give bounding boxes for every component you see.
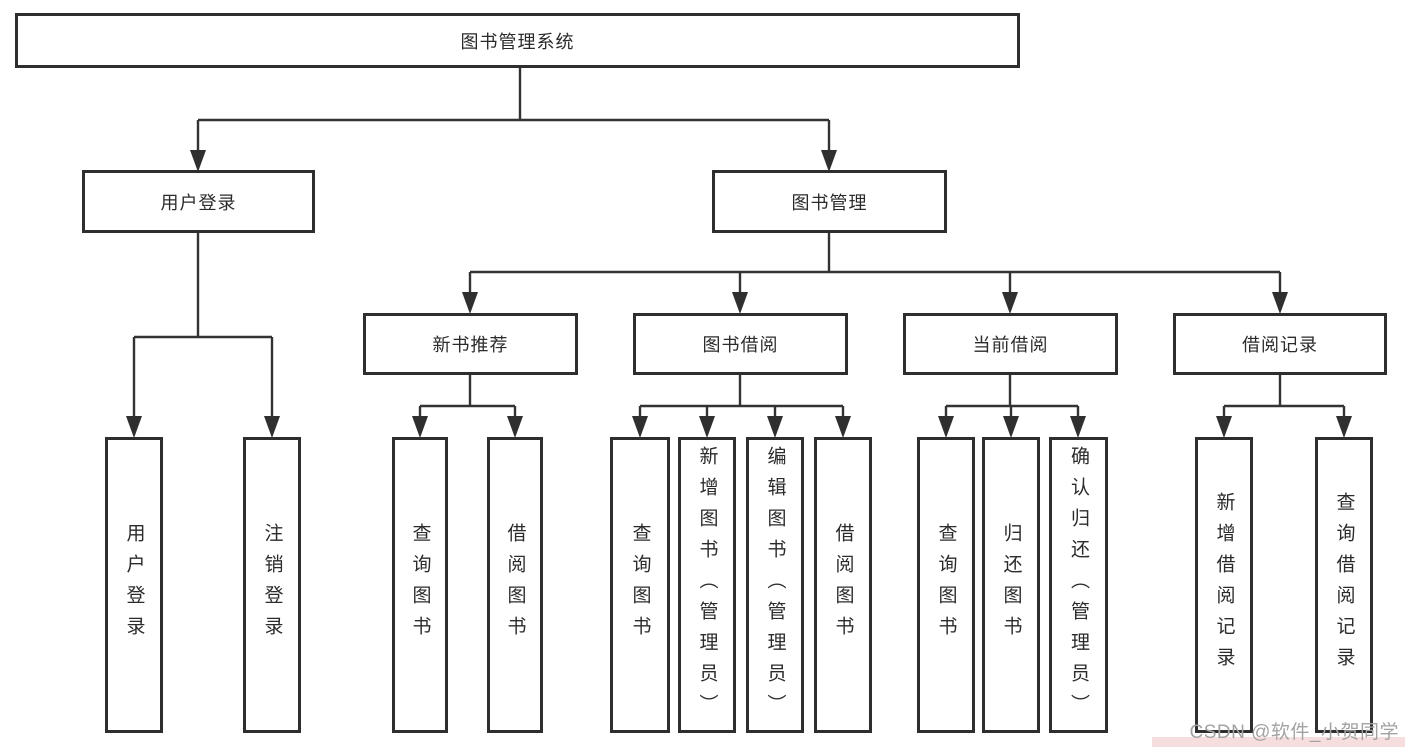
node-leaf-query-books-3: 查询图书 xyxy=(917,437,975,733)
node-current-borrowing: 当前借阅 xyxy=(903,313,1118,375)
node-leaf-query-books-2: 查询图书 xyxy=(610,437,670,733)
node-root-system: 图书管理系统 xyxy=(15,13,1020,68)
watermark-highlight-strip xyxy=(1152,737,1405,747)
csdn-watermark: CSDN @软件_小贺同学 xyxy=(1189,722,1399,743)
node-leaf-user-login: 用户登录 xyxy=(105,437,163,733)
node-user-login: 用户登录 xyxy=(82,170,315,233)
node-leaf-add-books-admin: 新增图书（管理员） xyxy=(678,437,736,733)
node-borrowing-records: 借阅记录 xyxy=(1173,313,1387,375)
node-leaf-edit-books-admin: 编辑图书（管理员） xyxy=(746,437,804,733)
node-leaf-confirm-return-admin: 确认归还（管理员） xyxy=(1049,437,1108,733)
node-leaf-query-borrow-record: 查询借阅记录 xyxy=(1315,437,1373,733)
node-leaf-borrow-books-1: 借阅图书 xyxy=(487,437,543,733)
node-leaf-borrow-books-2: 借阅图书 xyxy=(814,437,872,733)
node-leaf-add-borrow-record: 新增借阅记录 xyxy=(1195,437,1253,733)
node-new-book-recommend: 新书推荐 xyxy=(363,313,578,375)
node-leaf-query-books-1: 查询图书 xyxy=(392,437,448,733)
node-leaf-logout: 注销登录 xyxy=(243,437,301,733)
node-leaf-return-books: 归还图书 xyxy=(982,437,1040,733)
node-book-management: 图书管理 xyxy=(712,170,947,233)
node-book-borrowing: 图书借阅 xyxy=(633,313,848,375)
